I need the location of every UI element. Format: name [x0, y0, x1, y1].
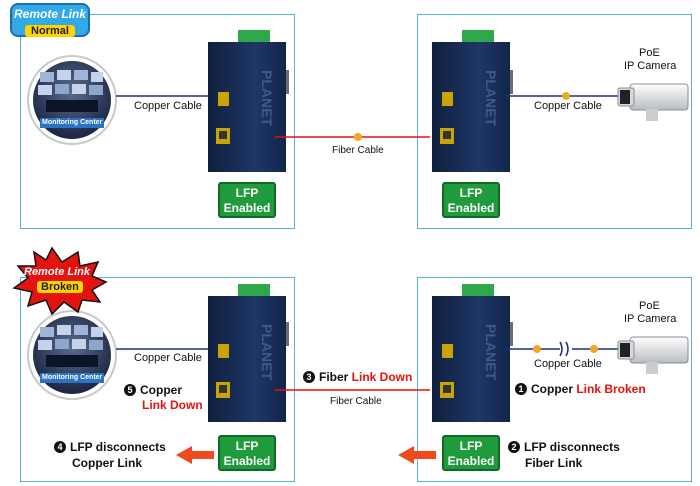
badge-status: Normal — [25, 25, 75, 37]
fiber-cable-label-top: Fiber Cable — [332, 145, 384, 156]
step-4-label: 4 LFP disconnects — [54, 440, 166, 454]
svg-text:PLANET: PLANET — [483, 70, 499, 126]
lfp-enabled-badge-bottom-right: LFP Enabled — [442, 435, 500, 471]
ip-camera-icon-top — [617, 83, 689, 121]
step-1-label: 1 Copper Link Broken — [515, 382, 646, 396]
step-3-status: Link Down — [351, 370, 413, 384]
svg-text:PLANET: PLANET — [259, 70, 275, 126]
media-converter-top-left: PLANET — [208, 30, 289, 172]
camera-label-bottom-1: PoE — [639, 300, 660, 312]
step-1-status: Link Broken — [576, 382, 646, 396]
monitoring-center-label-bottom: Monitoring Center — [42, 374, 103, 381]
step-2-line2: Fiber Link — [525, 456, 583, 470]
step-2-text: LFP disconnects — [524, 440, 620, 454]
step-4-text: LFP disconnects — [70, 440, 166, 454]
lfp-status: Enabled — [447, 201, 495, 215]
remote-link-normal-badge: Remote Link Normal — [10, 3, 90, 37]
cable-break-icon — [559, 341, 569, 357]
lfp-label: LFP — [459, 439, 483, 453]
step-5-status: Link Down — [142, 398, 203, 412]
camera-label-top-2: IP Camera — [624, 60, 677, 72]
lfp-enabled-badge-bottom-left: LFP Enabled — [218, 435, 276, 471]
copper-cable-label-bottom-left: Copper Cable — [134, 352, 202, 364]
camera-label-bottom-2: IP Camera — [624, 313, 677, 325]
step-3-number: 3 — [303, 371, 315, 383]
step-1-number: 1 — [515, 383, 527, 395]
step-2-number: 2 — [508, 441, 520, 453]
arrow-left-icon-2 — [398, 446, 436, 464]
ip-camera-icon-bottom — [617, 336, 689, 374]
step-4-number: 4 — [54, 441, 66, 453]
lfp-enabled-badge-top-left: LFP Enabled — [218, 182, 276, 218]
step-3-label: 3 Fiber Link Down — [303, 370, 412, 384]
step-5-number: 5 — [124, 384, 136, 396]
monitoring-center-icon-bottom — [27, 310, 117, 400]
lfp-status: Enabled — [447, 454, 495, 468]
lfp-enabled-badge-top-right: LFP Enabled — [442, 182, 500, 218]
step-4-line2: Copper Link — [72, 456, 143, 470]
svg-text:PLANET: PLANET — [259, 324, 275, 380]
media-converter-bottom-right: PLANET — [432, 284, 513, 422]
remote-link-broken-status: Broken — [37, 281, 83, 293]
lfp-label: LFP — [459, 186, 483, 200]
monitoring-center-label: Monitoring Center — [42, 119, 103, 126]
monitoring-center-icon — [27, 55, 117, 145]
copper-cable-label-top-left: Copper Cable — [134, 100, 202, 112]
lfp-status: Enabled — [223, 201, 271, 215]
media-converter-bottom-left: PLANET — [208, 284, 289, 422]
media-converter-top-right: PLANET — [432, 30, 513, 172]
lfp-label: LFP — [235, 439, 259, 453]
svg-text:PLANET: PLANET — [483, 324, 499, 380]
step-1-text: Copper — [531, 382, 577, 396]
remote-link-broken-title: Remote Link — [24, 266, 91, 278]
camera-label-top-1: PoE — [639, 47, 660, 59]
fiber-cable-label-bottom: Fiber Cable — [330, 396, 382, 407]
badge-title: Remote Link — [13, 7, 86, 21]
copper-cable-label-bottom-right: Copper Cable — [534, 358, 602, 370]
arrow-left-icon — [176, 446, 214, 464]
step-5-label: 5 Copper — [124, 383, 182, 397]
lfp-status: Enabled — [223, 454, 271, 468]
step-5-text: Copper — [140, 383, 182, 397]
copper-cable-label-top-right: Copper Cable — [534, 100, 602, 112]
lfp-label: LFP — [235, 186, 259, 200]
step-2-label: 2 LFP disconnects — [508, 440, 620, 454]
step-3-text: Fiber — [319, 370, 352, 384]
